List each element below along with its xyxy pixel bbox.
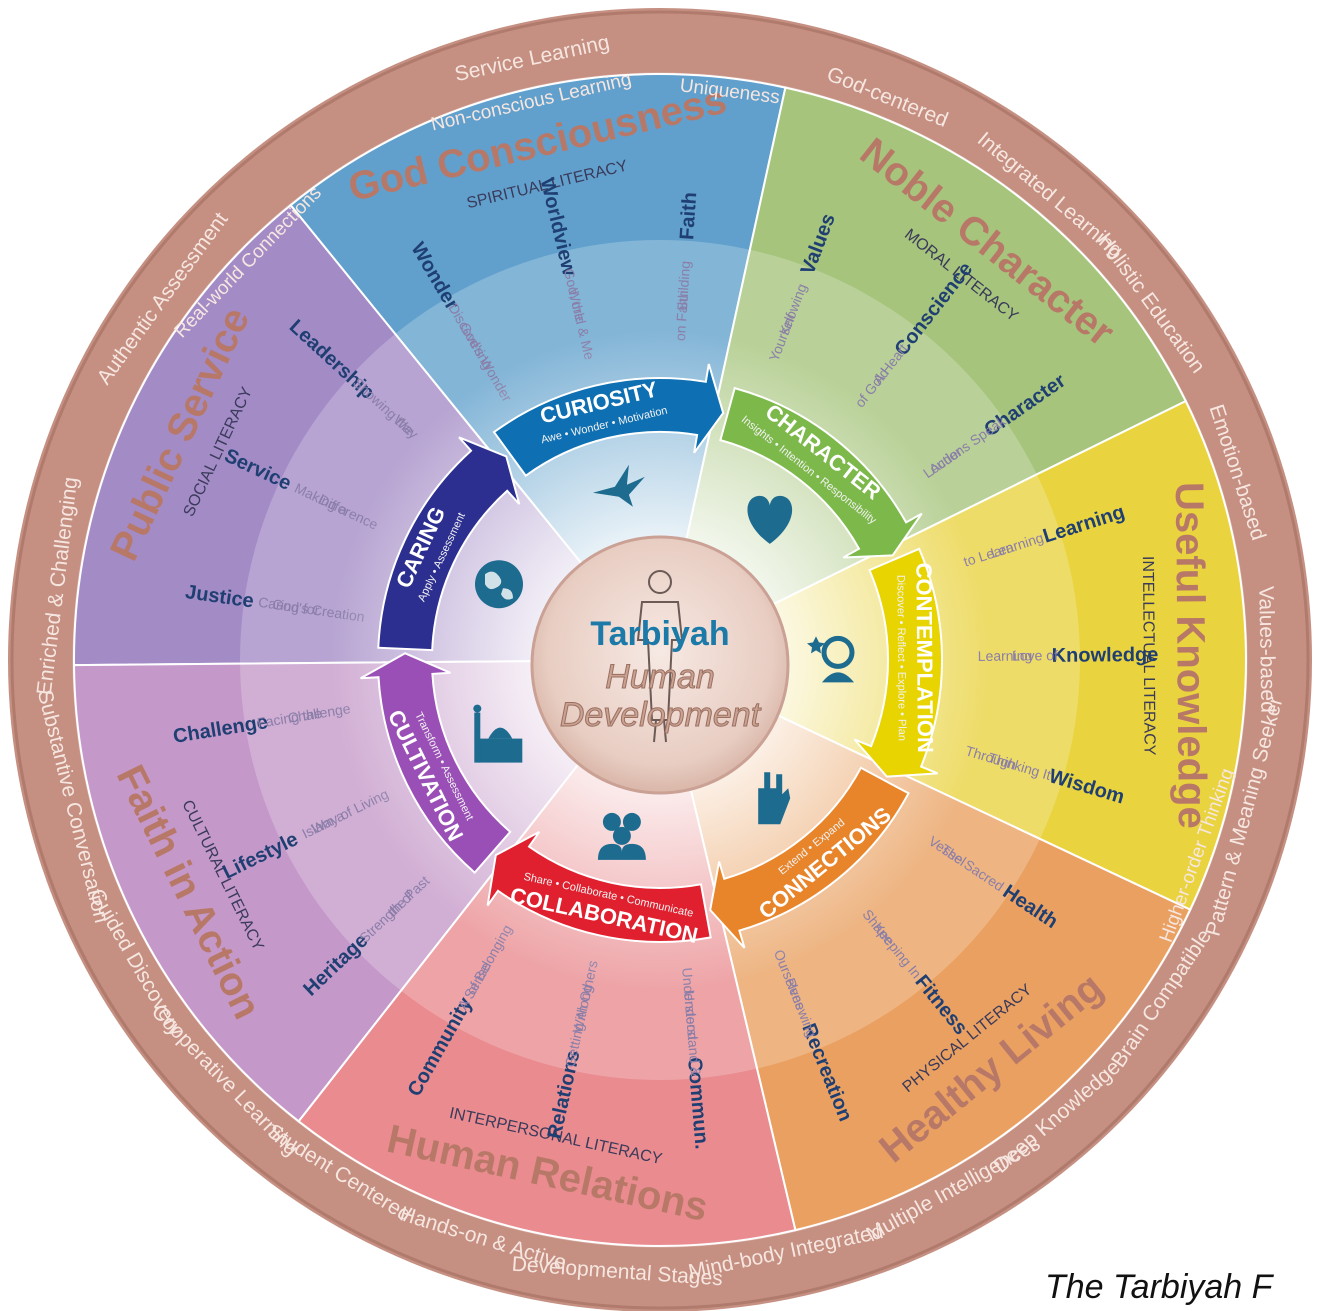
mosque-icon: [473, 704, 523, 763]
cycle-arrow-character: [719, 386, 923, 559]
cycle-arrow-caring: [377, 436, 521, 652]
dove-icon: [592, 464, 645, 507]
raised-hand-icon: [758, 772, 791, 825]
sector-item-name: Knowledge: [1052, 644, 1159, 667]
globe-icon: [475, 560, 523, 609]
center-hub: Tarbiyah Human Development: [530, 535, 790, 795]
cycle-arrow-collaboration: [486, 831, 712, 943]
sector-literacy: INTELLECTUAL LITERACY: [1139, 556, 1158, 756]
sector-item-desc: on Faith: [672, 290, 691, 342]
outer-ring-edge: [10, 10, 1310, 1310]
cycle-label: CONTEMPLATION: [911, 562, 938, 752]
cycle-arrow-curiosity: [492, 363, 725, 478]
thinker-icon: [807, 635, 855, 683]
sector-item-name: Faith: [676, 191, 701, 240]
child-figure-icon: [636, 570, 684, 743]
ring-keyword: Values-based: [1254, 586, 1279, 713]
cycle-arrow-connections: [709, 766, 910, 949]
cycle-arrow-contemplation: [853, 547, 944, 778]
sector-item-desc: Understand &: [681, 990, 704, 1077]
sector-item-desc: Love of: [1012, 647, 1058, 663]
center-subtitle-line2: Development: [560, 696, 762, 734]
sector-item-desc: Building: [674, 260, 693, 311]
sector-title: Useful Knowledge: [1167, 482, 1214, 829]
group-icon: [597, 812, 646, 860]
figure-caption: The Tarbiyah F: [1045, 1268, 1273, 1306]
cycle-sublabel: Discover • Reflect • Explore • Plan: [894, 575, 907, 741]
cycle-arrow-cultivation: [360, 652, 512, 875]
heart-icon: [747, 495, 793, 544]
sector-item-desc: Learning: [978, 647, 1033, 663]
center-title: Tarbiyah: [590, 615, 729, 653]
center-subtitle-line1: Human: [605, 658, 715, 696]
